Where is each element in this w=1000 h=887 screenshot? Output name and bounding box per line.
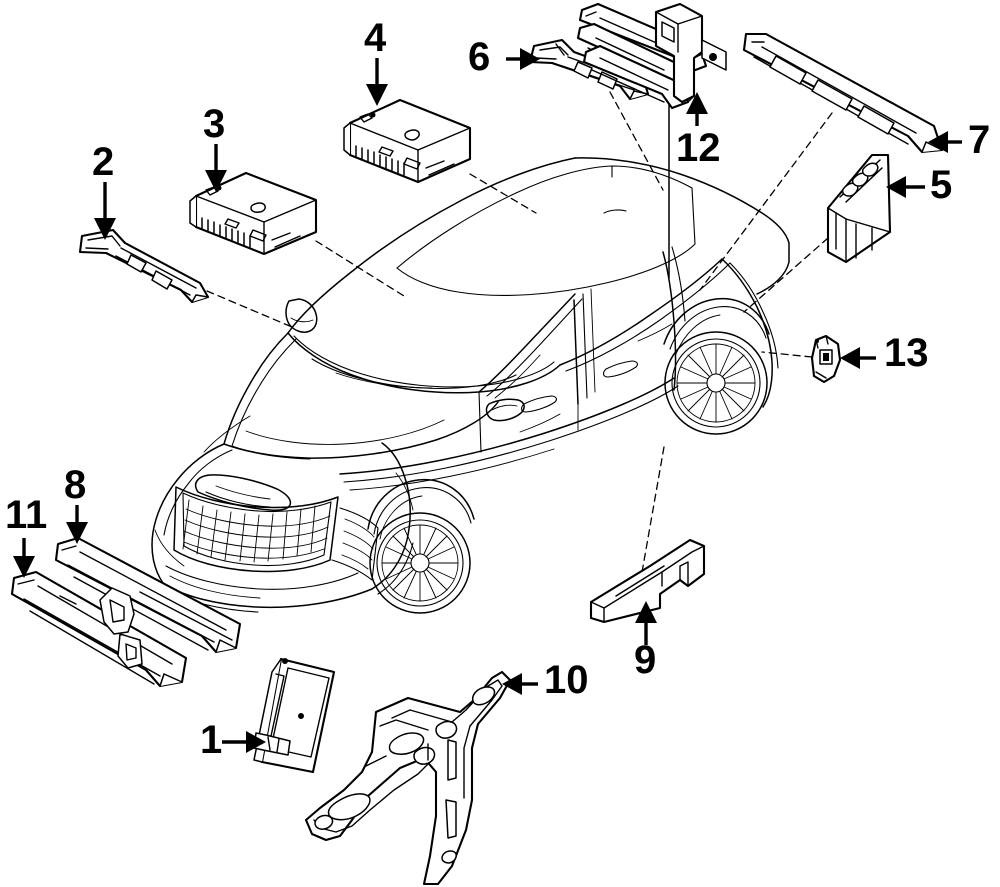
arrow-7 xyxy=(928,131,962,153)
arrow-12 xyxy=(686,92,708,126)
callout-label-4: 4 xyxy=(364,16,387,60)
vehicle-outline xyxy=(151,157,790,614)
callout-label-6: 6 xyxy=(468,35,491,79)
callout-label-9: 9 xyxy=(634,638,657,682)
grille-mesh xyxy=(182,499,331,563)
leader-4 xyxy=(469,173,537,214)
callout-label-7: 7 xyxy=(968,118,991,162)
arrow-13 xyxy=(840,347,876,369)
receiver-module-5 xyxy=(826,153,892,264)
rail-11 xyxy=(10,570,188,688)
arrow-4 xyxy=(366,58,388,106)
callout-label-11: 11 xyxy=(5,493,48,537)
arrow-6 xyxy=(506,48,540,70)
connector-teeth-4 xyxy=(355,145,405,176)
callout-label-3: 3 xyxy=(203,102,226,146)
control-module-3 xyxy=(189,171,318,256)
callout-label-2: 2 xyxy=(92,140,115,184)
receiver-ribs-5 xyxy=(841,162,879,197)
leader-5 xyxy=(743,237,829,313)
callout-label-13: 13 xyxy=(884,331,929,375)
callout-label-1: 1 xyxy=(200,718,223,762)
bracket-assembly-12 xyxy=(576,2,727,110)
leader-13 xyxy=(761,351,813,358)
arrow-5 xyxy=(886,176,925,198)
control-module-4 xyxy=(343,98,472,184)
leader-lines xyxy=(206,91,833,596)
antenna-rail-7 xyxy=(742,32,944,154)
mounting-bracket-10 xyxy=(304,670,512,886)
arrow-11 xyxy=(13,538,35,578)
callout-label-12: 12 xyxy=(676,126,721,170)
callout-label-10: 10 xyxy=(544,658,589,702)
callout-arrows xyxy=(13,48,962,753)
rail-8 xyxy=(54,536,242,654)
arrow-3 xyxy=(205,144,227,192)
bracket-block-9 xyxy=(589,538,706,624)
rear-wheel-spokes xyxy=(676,343,756,423)
front-wheel-spokes xyxy=(381,524,459,602)
arrow-9 xyxy=(635,601,657,645)
callout-label-5: 5 xyxy=(930,163,953,207)
leader-6 xyxy=(609,91,664,191)
arrow-1 xyxy=(222,731,266,753)
leader-7 xyxy=(699,112,833,291)
connector-teeth-3 xyxy=(201,217,251,248)
antenna-strip-2 xyxy=(78,228,210,304)
callout-label-8: 8 xyxy=(64,463,87,507)
antenna-module-1 xyxy=(253,657,336,774)
arrow-8 xyxy=(66,505,88,544)
leader-2 xyxy=(206,290,293,328)
arrow-10 xyxy=(502,673,538,695)
leader-3 xyxy=(315,240,405,297)
clip-13 xyxy=(810,334,842,384)
arrow-2 xyxy=(94,182,116,240)
